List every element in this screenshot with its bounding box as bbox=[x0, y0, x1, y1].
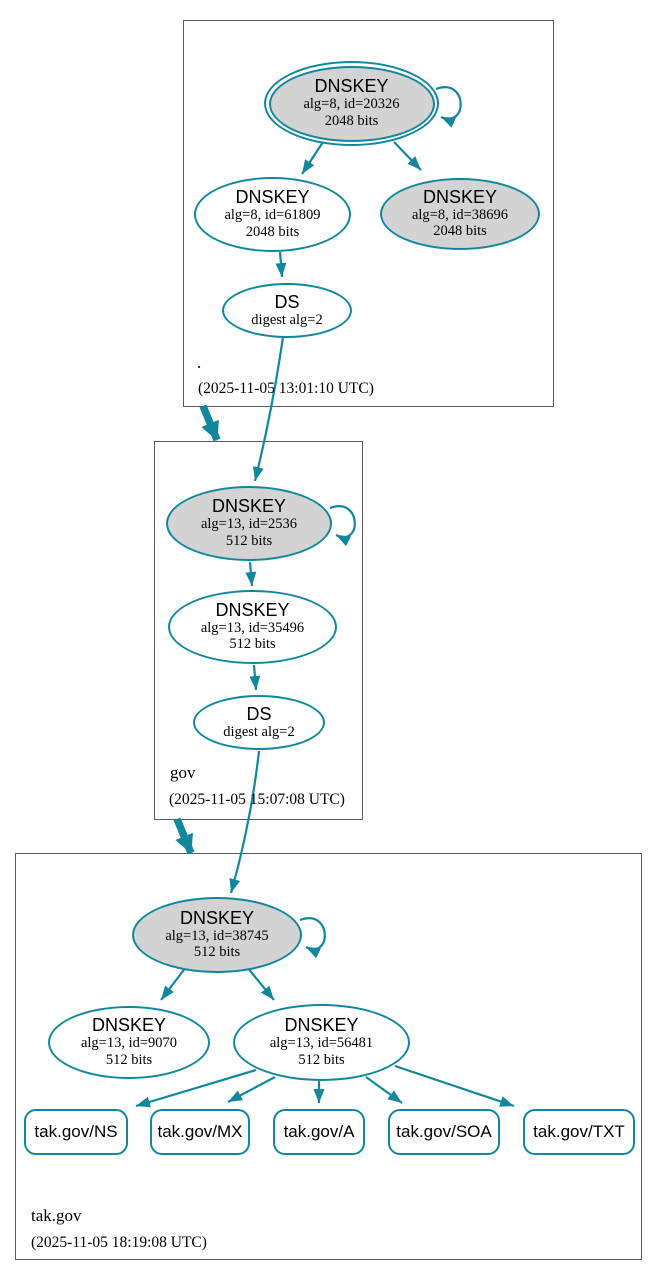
node-title: DNSKEY bbox=[235, 187, 310, 208]
rrset-label: tak.gov/A bbox=[283, 1122, 355, 1141]
edge-root-ksk-selfloop bbox=[435, 86, 462, 128]
node-alg-id: alg=8, id=61809 bbox=[224, 207, 321, 224]
node-bits: 2048 bits bbox=[245, 223, 300, 240]
edge-takgov-ksk-selfloop bbox=[299, 917, 326, 959]
zone-label-takgov: tak.gov bbox=[31, 1206, 82, 1225]
zone-timestamp-gov: (2025-11-05 15:07:08 UTC) bbox=[169, 791, 345, 808]
dnskey-node-root-ksk[interactable]: DNSKEY alg=8, id=20326 2048 bits bbox=[264, 61, 439, 146]
rrset-label: tak.gov/SOA bbox=[396, 1122, 492, 1141]
node-title: DNSKEY bbox=[215, 599, 290, 620]
edge-gov-ksk-selfloop bbox=[329, 505, 356, 547]
node-digest: digest alg=2 bbox=[251, 311, 323, 328]
edge-gov-ksk-to-zsk bbox=[245, 561, 257, 587]
node-alg-id: alg=13, id=2536 bbox=[200, 516, 298, 533]
zone-label-gov: gov bbox=[170, 763, 196, 782]
node-title: DNSKEY bbox=[422, 186, 498, 207]
rrset-node-takgov-ns[interactable]: tak.gov/NS bbox=[24, 1109, 128, 1155]
rrset-label: tak.gov/MX bbox=[157, 1122, 243, 1141]
node-alg-id: alg=13, id=38745 bbox=[165, 927, 269, 944]
edge-root-ksk-to-standby bbox=[393, 141, 422, 171]
edge-takgov-ksk-to-zsk2 bbox=[246, 966, 275, 1001]
rrset-node-takgov-txt[interactable]: tak.gov/TXT bbox=[523, 1109, 635, 1155]
node-bits: 512 bits bbox=[105, 1051, 153, 1068]
edge-takgov-zsk2-to-soa bbox=[365, 1076, 403, 1104]
edge-takgov-zsk2-to-mx bbox=[227, 1076, 276, 1103]
node-alg-id: alg=13, id=35496 bbox=[200, 619, 305, 636]
edge-gov-ds-to-takgov-ksk bbox=[229, 750, 261, 894]
ds-node-root[interactable]: DS digest alg=2 bbox=[222, 283, 352, 338]
node-bits: 512 bits bbox=[193, 944, 241, 961]
node-title: DNSKEY bbox=[91, 1015, 167, 1036]
dnskey-node-takgov-ksk[interactable]: DNSKEY alg=13, id=38745 512 bits bbox=[132, 897, 302, 973]
node-bits: 512 bits bbox=[298, 1051, 345, 1068]
rrset-node-takgov-soa[interactable]: tak.gov/SOA bbox=[388, 1109, 500, 1155]
node-title: DS bbox=[274, 291, 300, 312]
node-title: DNSKEY bbox=[314, 76, 389, 97]
dnskey-node-root-standby[interactable]: DNSKEY alg=8, id=38696 2048 bits bbox=[380, 178, 540, 250]
node-title: DNSKEY bbox=[179, 907, 255, 928]
dnskey-node-takgov-zsk2[interactable]: DNSKEY alg=13, id=56481 512 bits bbox=[233, 1004, 410, 1081]
node-title: DNSKEY bbox=[211, 496, 287, 517]
edge-takgov-zsk2-to-ns bbox=[135, 1068, 257, 1108]
zone-timestamp-root: (2025-11-05 13:01:10 UTC) bbox=[198, 380, 374, 397]
node-bits: 512 bits bbox=[229, 636, 276, 653]
ds-node-gov[interactable]: DS digest alg=2 bbox=[193, 695, 325, 750]
rrset-node-takgov-a[interactable]: tak.gov/A bbox=[273, 1109, 365, 1155]
edge-root-ds-to-gov-ksk bbox=[253, 336, 285, 482]
rrset-node-takgov-mx[interactable]: tak.gov/MX bbox=[150, 1109, 250, 1155]
node-alg-id: alg=8, id=38696 bbox=[411, 206, 509, 223]
edge-root-to-gov-delegation bbox=[199, 404, 221, 442]
edge-root-zsk-to-ds bbox=[275, 251, 287, 278]
node-bits: 2048 bits bbox=[324, 112, 379, 129]
node-bits: 2048 bits bbox=[433, 223, 487, 240]
dnskey-node-gov-zsk[interactable]: DNSKEY alg=13, id=35496 512 bits bbox=[168, 590, 337, 664]
node-alg-id: alg=13, id=9070 bbox=[80, 1035, 178, 1052]
dnskey-node-takgov-zsk1[interactable]: DNSKEY alg=13, id=9070 512 bits bbox=[48, 1006, 210, 1079]
zone-label-root: . bbox=[197, 353, 202, 372]
dnskey-node-root-zsk[interactable]: DNSKEY alg=8, id=61809 2048 bits bbox=[194, 177, 351, 252]
edge-root-ksk-to-zsk bbox=[301, 141, 324, 175]
dnskey-root-ksk-inner-ring: DNSKEY alg=8, id=20326 2048 bits bbox=[268, 65, 435, 142]
edge-takgov-ksk-to-zsk1 bbox=[160, 966, 187, 1001]
rrset-label: tak.gov/TXT bbox=[533, 1122, 625, 1141]
zone-timestamp-takgov: (2025-11-05 18:19:08 UTC) bbox=[31, 1234, 207, 1251]
dnskey-node-gov-ksk[interactable]: DNSKEY alg=13, id=2536 512 bits bbox=[166, 486, 332, 561]
node-alg-id: alg=13, id=56481 bbox=[269, 1035, 374, 1052]
node-digest: digest alg=2 bbox=[223, 723, 295, 740]
node-alg-id: alg=8, id=20326 bbox=[303, 96, 400, 113]
edge-gov-to-takgov-delegation bbox=[173, 817, 195, 855]
edge-takgov-zsk2-to-txt bbox=[394, 1064, 515, 1108]
edge-gov-zsk-to-ds bbox=[249, 664, 261, 691]
node-title: DNSKEY bbox=[284, 1015, 359, 1036]
rrset-label: tak.gov/NS bbox=[34, 1122, 118, 1141]
node-bits: 512 bits bbox=[225, 532, 273, 549]
node-title: DS bbox=[246, 703, 272, 724]
